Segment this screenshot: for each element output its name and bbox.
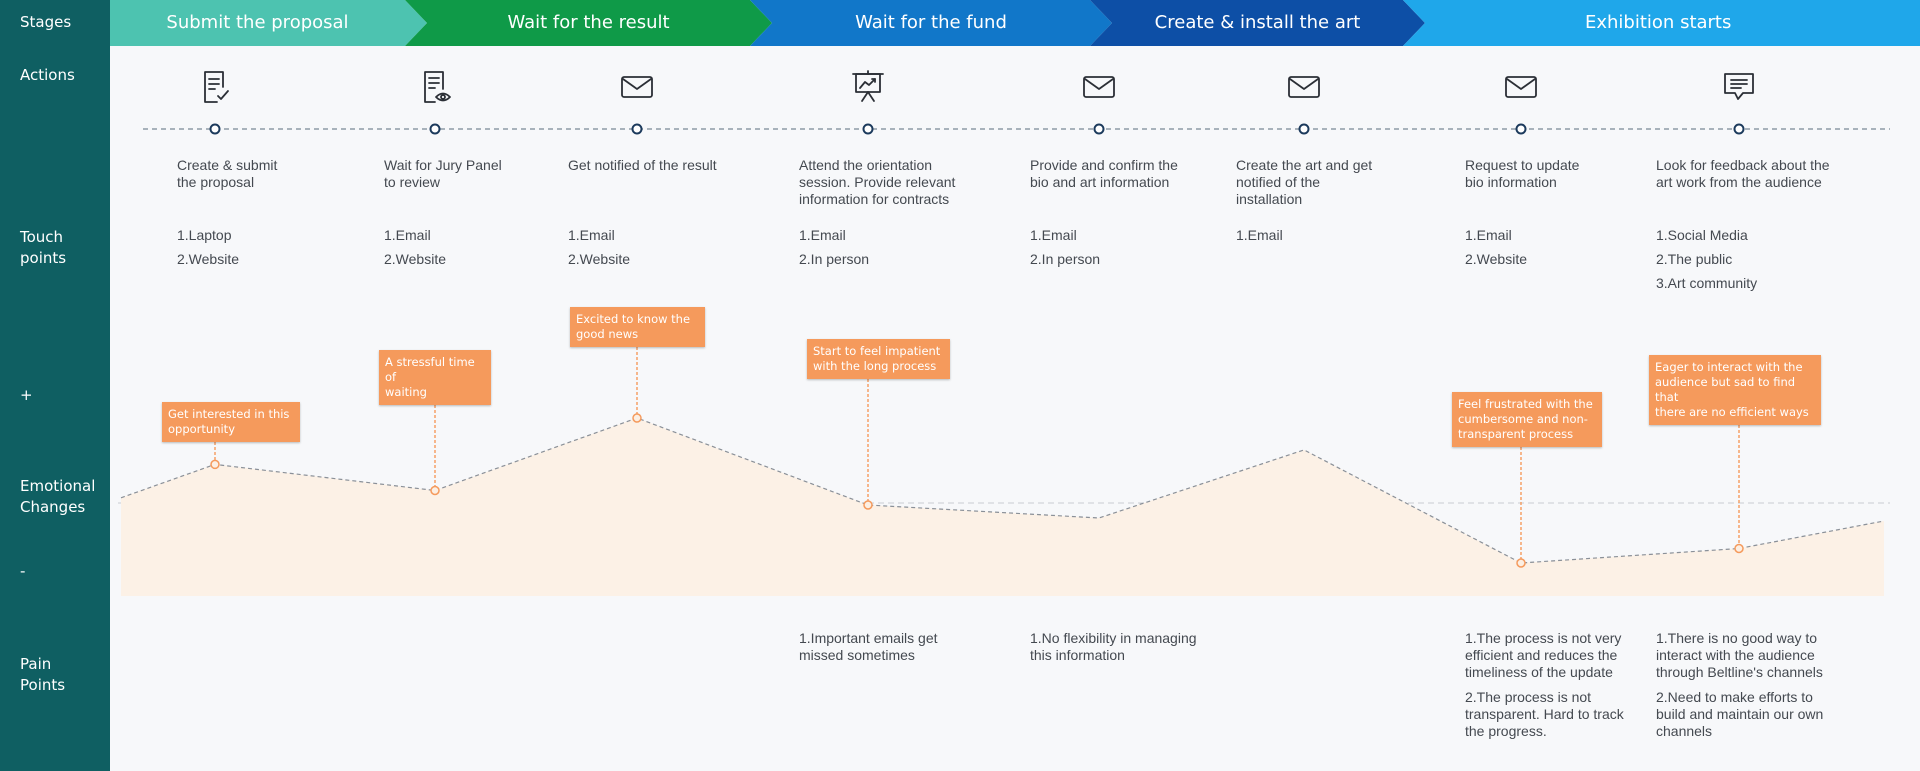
action-description: Create & submit the proposal	[177, 157, 278, 190]
touch-point-item: 2.The public	[1656, 251, 1733, 267]
action-description: Get notified of the result	[568, 157, 717, 173]
touch-point-list: 1.Email 2.Website	[1465, 227, 1527, 275]
envelope-icon	[1505, 76, 1537, 98]
touch-point-item: 1.Email	[799, 227, 846, 243]
action-description: Attend the orientation session. Provide …	[799, 157, 956, 207]
stage-chevron	[405, 0, 772, 46]
emotion-callout: Excited to know the good news	[570, 307, 705, 347]
touch-point-list: 1.Email 2.In person	[799, 227, 869, 275]
stage-label: Wait for the result	[507, 12, 670, 33]
touch-point-item: 1.Email	[1236, 227, 1283, 243]
pain-point-list: 1.Important emails get missed sometimes	[799, 630, 938, 672]
touch-point-item: 1.Email	[1465, 227, 1512, 243]
stage-chevron	[1403, 0, 1920, 46]
touch-point-list: 1.Email 2.Website	[384, 227, 446, 275]
touch-point-item: 1.Social Media	[1656, 227, 1748, 243]
envelope-icon	[621, 76, 653, 98]
chat-bubble-icon	[1724, 73, 1754, 100]
emotion-point	[863, 500, 873, 510]
emotion-curve	[120, 417, 1885, 564]
row-label-touch-points: Touch points	[20, 228, 67, 267]
touch-point-list: 1.Email 2.Website	[568, 227, 630, 275]
stage-label: Exhibition starts	[1585, 12, 1732, 33]
stage-label: Submit the proposal	[166, 12, 349, 33]
emotion-callout: A stressful time of waiting	[379, 350, 491, 405]
envelope-icon	[1288, 76, 1320, 98]
stage-chevron	[1090, 0, 1425, 46]
touch-point-item: 1.Laptop	[177, 227, 232, 243]
touch-point-item: 1.Email	[384, 227, 431, 243]
action-description: Wait for Jury Panel to review	[384, 157, 502, 190]
pain-point-list: 1.There is no good way to interact with …	[1656, 630, 1823, 748]
touch-point-item: 3.Art community	[1656, 275, 1758, 291]
timeline-node	[209, 123, 221, 135]
emotion-point	[210, 459, 220, 470]
emotion-point	[1734, 543, 1744, 554]
emotion-callout: Feel frustrated with the cumbersome and …	[1452, 392, 1602, 447]
touch-point-list: 1.Email	[1236, 227, 1283, 251]
pain-point-item: 1.The process is not very efficient and …	[1465, 630, 1622, 680]
touch-point-item: 1.Email	[568, 227, 615, 243]
row-label-pain-points: Pain Points	[20, 655, 66, 694]
row-label-emotional-changes: Emotional Changes	[20, 477, 96, 516]
emotion-point	[430, 485, 440, 496]
row-label-plus: +	[20, 386, 33, 404]
journey-canvas	[110, 46, 1920, 771]
emotion-point	[1516, 558, 1526, 568]
touch-point-list: 1.Email 2.In person	[1030, 227, 1100, 275]
pain-point-list: 1.No flexibility in managing this inform…	[1030, 630, 1197, 672]
stage-chevron-bar	[110, 0, 1920, 46]
stage-label: Wait for the fund	[855, 12, 1007, 33]
row-label-minus: -	[20, 562, 26, 580]
emotion-callout: Get interested in this opportunity	[162, 402, 300, 442]
touch-point-item: 2.Website	[384, 251, 446, 267]
envelope-icon	[1083, 76, 1115, 98]
action-description: Look for feedback about the art work fro…	[1656, 157, 1830, 190]
pain-point-item: 1.There is no good way to interact with …	[1656, 630, 1823, 680]
touch-point-item: 2.Website	[177, 251, 239, 267]
touch-point-item: 1.Email	[1030, 227, 1077, 243]
pain-point-item: 2.Need to make efforts to build and main…	[1656, 689, 1824, 739]
emotion-callout: Eager to interact with the audience but …	[1649, 355, 1821, 425]
touch-point-item: 2.In person	[799, 251, 870, 267]
timeline-node	[429, 123, 441, 135]
row-label-actions: Actions	[20, 66, 75, 84]
touch-point-list: 1.Social Media 2.The public 3.Art communit…	[1656, 227, 1757, 299]
pain-point-item: 1.No flexibility in managing this inform…	[1030, 630, 1197, 663]
touch-point-item: 2.Website	[568, 251, 630, 267]
action-description: Request to update bio information	[1465, 157, 1580, 190]
timeline-node	[1093, 123, 1105, 135]
timeline-node	[1515, 123, 1527, 135]
document-eye-icon	[424, 71, 451, 103]
pain-point-item: 2.The process is not transparent. Hard t…	[1465, 689, 1624, 739]
emotion-point	[632, 413, 642, 423]
pain-point-item: 1.Important emails get missed sometimes	[799, 630, 938, 663]
stage-label: Create & install the art	[1154, 12, 1361, 33]
action-description: Provide and confirm the bio and art info…	[1030, 157, 1178, 190]
pain-point-list: 1.The process is not very efficient and …	[1465, 630, 1624, 748]
stage-chevron	[110, 0, 427, 46]
touch-point-list: 1.Laptop 2.Website	[177, 227, 239, 275]
action-description: Create the art and get notified of the i…	[1236, 157, 1373, 207]
presentation-board-icon	[852, 70, 884, 102]
timeline-node	[1733, 123, 1745, 135]
touch-point-item: 2.Website	[1465, 251, 1527, 267]
document-check-icon	[204, 71, 229, 103]
stage-chevron	[750, 0, 1112, 46]
touch-point-item: 2.In person	[1030, 251, 1101, 267]
emotion-callout: Start to feel impatient with the long pr…	[807, 339, 950, 379]
timeline-node	[631, 123, 643, 135]
timeline-node	[1298, 123, 1310, 135]
row-label-sidebar: Stages Actions Touch points + Emotional …	[0, 0, 110, 771]
row-label-stages: Stages	[20, 13, 72, 31]
timeline-node	[862, 123, 874, 135]
emotion-area	[121, 418, 1884, 596]
